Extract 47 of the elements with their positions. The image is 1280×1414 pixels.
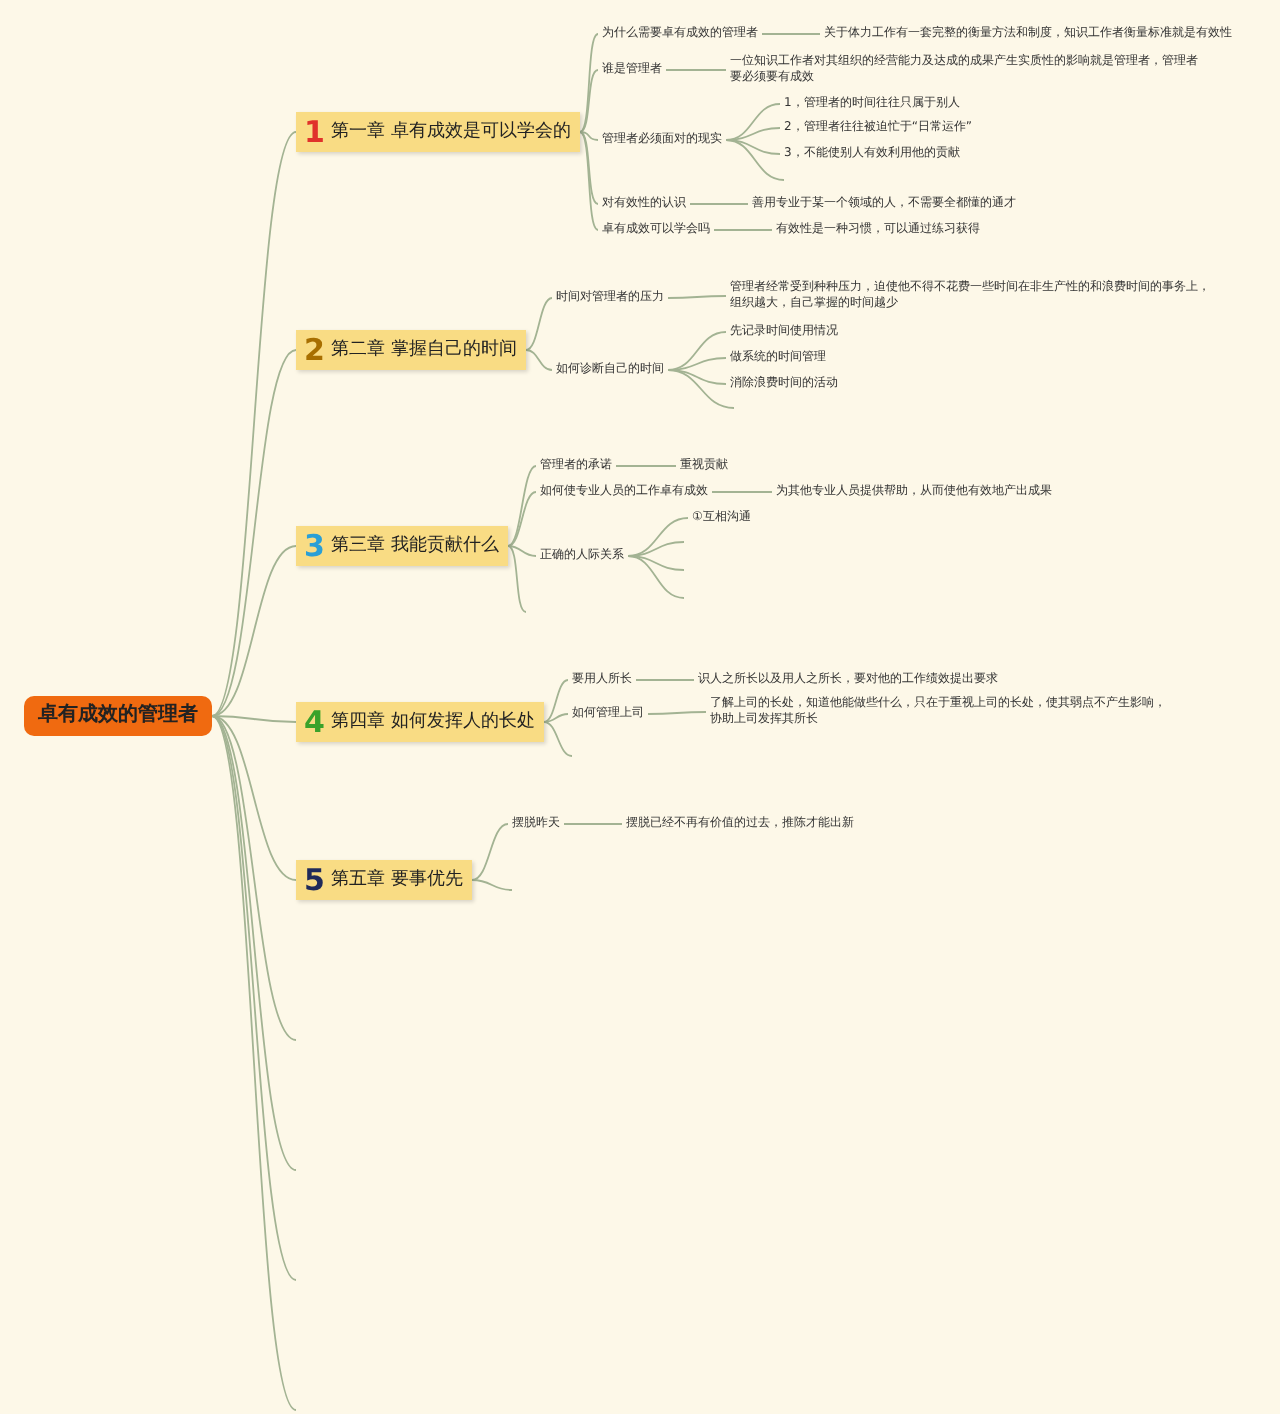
branch-line <box>507 465 537 547</box>
chapter-box <box>296 330 527 370</box>
branch-line <box>525 297 553 351</box>
branch-line <box>579 69 599 133</box>
branch-line <box>579 131 599 231</box>
branch-line <box>579 131 599 141</box>
branch-line <box>543 679 569 723</box>
branch-line <box>711 491 773 493</box>
chapter-box <box>296 860 473 900</box>
chapter-number: 5 <box>304 864 325 896</box>
chapter-number: 3 <box>304 530 325 562</box>
chapter-box <box>296 702 545 742</box>
branch-line <box>689 203 749 205</box>
chapter-title: 第二章 掌握自己的时间 <box>330 337 517 364</box>
chapter-title: 第五章 要事优先 <box>330 867 463 894</box>
branch-line <box>211 349 297 717</box>
branch-line <box>725 139 781 155</box>
branch-line <box>667 331 727 371</box>
branch-line <box>761 33 821 35</box>
branch-line <box>211 715 297 881</box>
branch-line <box>211 715 297 723</box>
root-topic-box: 卓有成效的管理者 <box>24 696 212 736</box>
chapter-title: 第三章 我能贡献什么 <box>330 533 499 560</box>
branch-line <box>713 229 773 231</box>
branch-line <box>211 131 297 717</box>
branch-line <box>647 711 707 715</box>
branch-line <box>525 349 553 371</box>
branch-line <box>635 679 695 681</box>
branch-line <box>667 295 727 299</box>
chapter-number: 1 <box>304 116 325 148</box>
branch-line <box>563 823 623 825</box>
chapter-title: 第一章 卓有成效是可以学会的 <box>330 119 571 146</box>
branch-line <box>543 713 569 723</box>
branch-line <box>211 545 297 717</box>
chapter-number: 4 <box>304 706 325 738</box>
branch-line <box>725 103 781 141</box>
chapter-number: 2 <box>304 334 325 366</box>
chapter-box <box>296 526 509 566</box>
branch-line <box>615 465 677 467</box>
branch-line <box>579 131 599 205</box>
branch-line <box>471 823 509 881</box>
branch-line <box>579 33 599 133</box>
branch-line <box>507 491 537 547</box>
chapter-box <box>296 112 581 152</box>
branch-line <box>665 69 727 71</box>
branch-line <box>507 545 537 557</box>
chapter-title: 第四章 如何发挥人的长处 <box>330 709 535 736</box>
